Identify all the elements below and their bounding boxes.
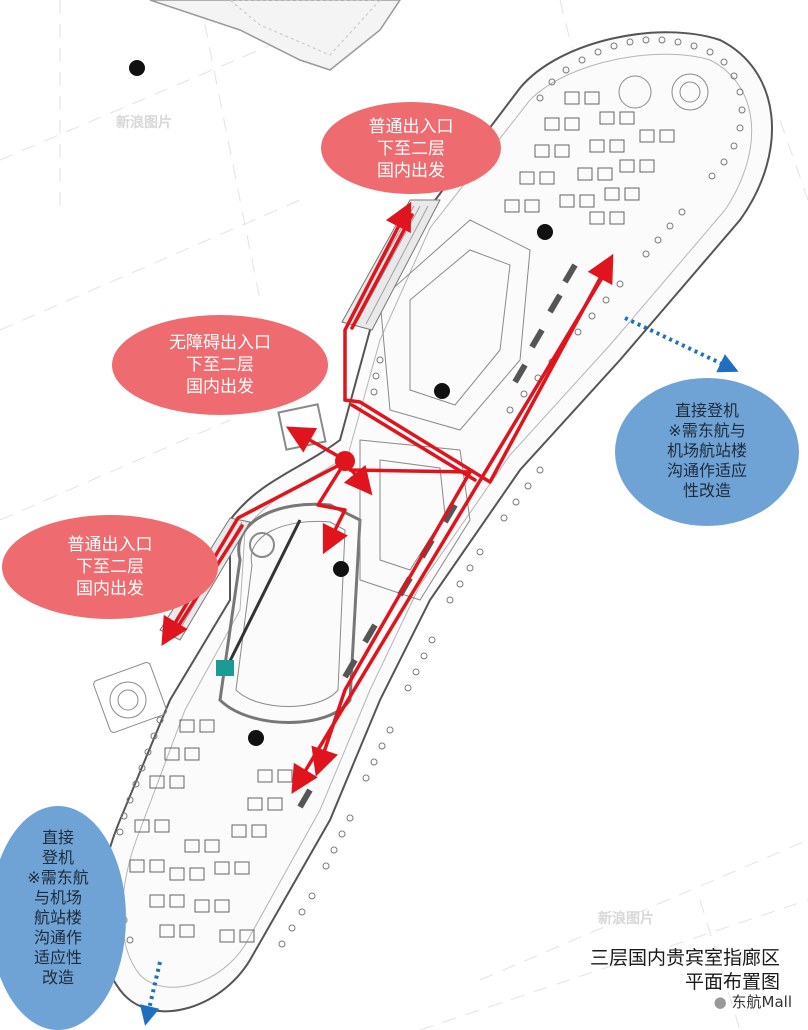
bubble-bottom-boarding: [0, 806, 126, 1030]
bottom-boarding-line-6: 沟通作: [33, 928, 82, 947]
top-entrance-label: 普通出入口 下至二层 国内出发: [326, 116, 496, 182]
accessible-entrance-label: 无障碍出入口 下至二层 国内出发: [130, 332, 310, 398]
adjacent-building: [149, 0, 401, 71]
route-accessible: [285, 426, 347, 462]
location-dot: [333, 561, 349, 577]
chat-bubble-icon: ●: [713, 993, 727, 1011]
teal-marker: [216, 660, 234, 676]
bubble-right-boarding: [615, 378, 799, 526]
bottom-boarding-line-1: 直接: [41, 828, 74, 847]
blue-boarding-arrows: [139, 316, 739, 1026]
route-center-down: [316, 460, 348, 555]
location-dot: [537, 224, 553, 240]
route-upper-corridor: [343, 253, 614, 484]
caption-line-1: 三层国内贵宾室指廊区: [589, 947, 780, 969]
caption-line-2: 平面布置图: [684, 971, 780, 993]
left-entrance-line-2: 下至二层: [76, 557, 144, 577]
brand-text: 东航Mall: [731, 993, 792, 1011]
accessible-entrance-line-1: 无障碍出入口: [169, 333, 271, 353]
route-top-escalator: [343, 201, 412, 402]
top-entrance-line-1: 普通出入口: [368, 117, 454, 137]
seat-rows: [114, 36, 746, 948]
route-upper-loop: [350, 403, 477, 482]
bottom-boarding-line-3: ※需东航: [27, 868, 89, 887]
location-dot: [129, 60, 145, 76]
accessible-entrance-line-2: 下至二层: [186, 355, 254, 375]
bottom-boarding-label: 直接 登机 ※需东航 与机场 航站楼 沟通作 适应性 改造: [0, 828, 116, 988]
bottom-boarding-line-2: 登机: [41, 848, 74, 867]
location-dot: [434, 383, 450, 399]
bubble-top-entrance: [321, 102, 501, 194]
right-boarding-label: 直接登机 ※需东航与 机场航站楼 沟通作适应 性改造: [627, 401, 787, 501]
left-entrance-label: 普通出入口 下至二层 国内出发: [20, 534, 200, 600]
left-entrance-line-1: 普通出入口: [67, 535, 153, 555]
right-boarding-line-2: ※需东航与: [668, 421, 746, 440]
left-entrance-line-3: 国内出发: [76, 579, 144, 599]
bottom-boarding-line-5: 航站楼: [33, 908, 82, 927]
right-boarding-line-1: 直接登机: [674, 401, 739, 420]
location-dots: [129, 60, 553, 746]
walkway-line: [226, 519, 302, 666]
route-top-escalator-return: [350, 213, 414, 330]
top-entrance-line-3: 国内出发: [377, 161, 445, 181]
bottom-boarding-line-4: 与机场: [33, 888, 82, 907]
plan-caption: 三层国内贵宾室指廊区 平面布置图: [590, 946, 780, 994]
top-entrance-line-2: 下至二层: [377, 139, 445, 159]
watermark-bottom: 新浪图片: [598, 911, 654, 927]
callout-bubbles: [0, 102, 799, 1030]
seating-cluster-bottom: [129, 719, 293, 943]
seating-cluster-top: [504, 91, 675, 225]
route-hub-dot: [335, 451, 355, 471]
bottom-boarding-line-7: 适应性: [33, 948, 82, 967]
accessible-entrance-line-3: 国内出发: [186, 377, 254, 397]
right-boarding-line-4: 沟通作适应: [666, 461, 747, 480]
right-boarding-line-3: 机场航站楼: [666, 441, 747, 460]
route-long-diagonal: [291, 266, 610, 794]
right-boarding-line-5: 性改造: [682, 481, 731, 500]
location-dot: [248, 730, 264, 746]
watermark-top: 新浪图片: [116, 115, 172, 131]
brand-logo: ● 东航Mall: [714, 991, 792, 1012]
interior-plan: [93, 73, 709, 733]
bottom-boarding-line-8: 改造: [41, 968, 74, 987]
bubble-left-entrance: [2, 515, 218, 619]
bubble-accessible-entrance: [112, 315, 328, 415]
boarding-arrow-bottom: [139, 961, 162, 1026]
